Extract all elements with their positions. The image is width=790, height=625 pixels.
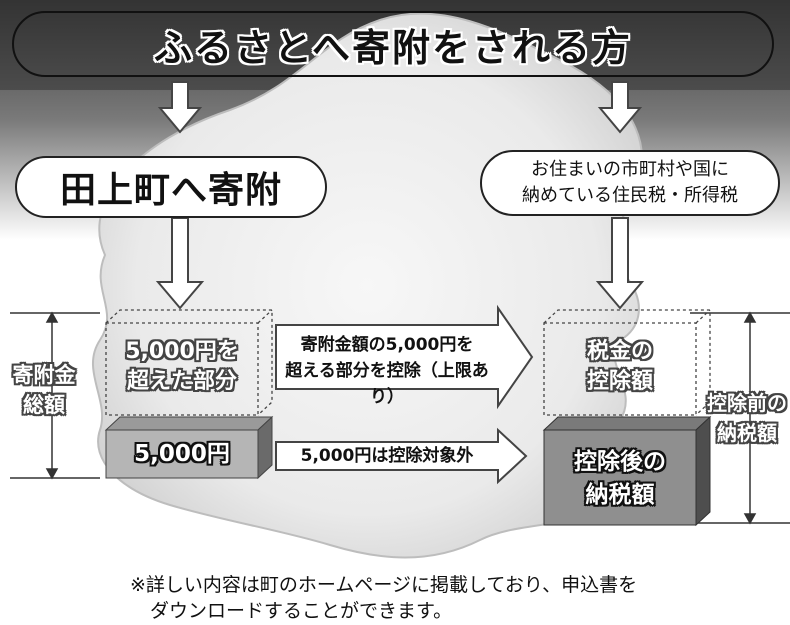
footnote-line1: ※詳しい内容は町のホームページに掲載しており、申込書を — [130, 574, 638, 596]
left-destination-label: 田上町へ寄附 — [59, 170, 282, 211]
right-base-line1: 控除後の — [574, 449, 666, 475]
right-upper-label: 税金の 控除額 — [544, 337, 696, 397]
right-destination-line1: お住まいの市町村や国に — [531, 159, 729, 180]
left-base-label: 5,000円 — [134, 441, 230, 467]
arrow-deduction-line2: 超える部分を控除（上限あり） — [285, 361, 489, 407]
left-side-label: 寄附金 総額 — [4, 360, 84, 420]
right-upper-line1: 税金の — [586, 339, 653, 364]
title-text: ふるさとへ寄附をされる方 — [153, 25, 633, 70]
arrow-deduction-text: 寄附金額の5,000円を 超える部分を控除（上限あり） — [276, 332, 498, 410]
right-base-line2: 納税額 — [585, 482, 655, 508]
left-side-line1: 寄附金 — [12, 363, 76, 387]
right-side-line1: 控除前の — [707, 391, 787, 415]
right-side-line2: 納税額 — [717, 421, 777, 445]
right-upper-line2: 控除額 — [586, 369, 653, 394]
left-destination-box: 田上町へ寄附 — [15, 156, 327, 218]
right-base-label: 控除後の 納税額 — [544, 446, 696, 512]
right-side-label: 控除前の 納税額 — [704, 388, 790, 448]
left-side-line2: 総額 — [23, 393, 65, 417]
left-upper-line1: 5,000円を — [125, 339, 239, 364]
title-banner: ふるさとへ寄附をされる方 — [12, 11, 774, 77]
arrow-nondeductible-text: 5,000円は控除対象外 — [300, 446, 474, 466]
left-upper-line2: 超えた部分 — [126, 369, 237, 394]
right-destination-line2: 納めている住民税・所得税 — [522, 185, 738, 206]
left-upper-label: 5,000円を 超えた部分 — [106, 337, 258, 397]
footnote: ※詳しい内容は町のホームページに掲載しており、申込書を ダウンロードすることがで… — [130, 572, 770, 624]
arrow-deduction-line1: 寄附金額の5,000円を — [300, 335, 474, 355]
right-destination-box: お住まいの市町村や国に 納めている住民税・所得税 — [480, 150, 780, 216]
footnote-line2: ダウンロードすることができます。 — [150, 600, 453, 622]
